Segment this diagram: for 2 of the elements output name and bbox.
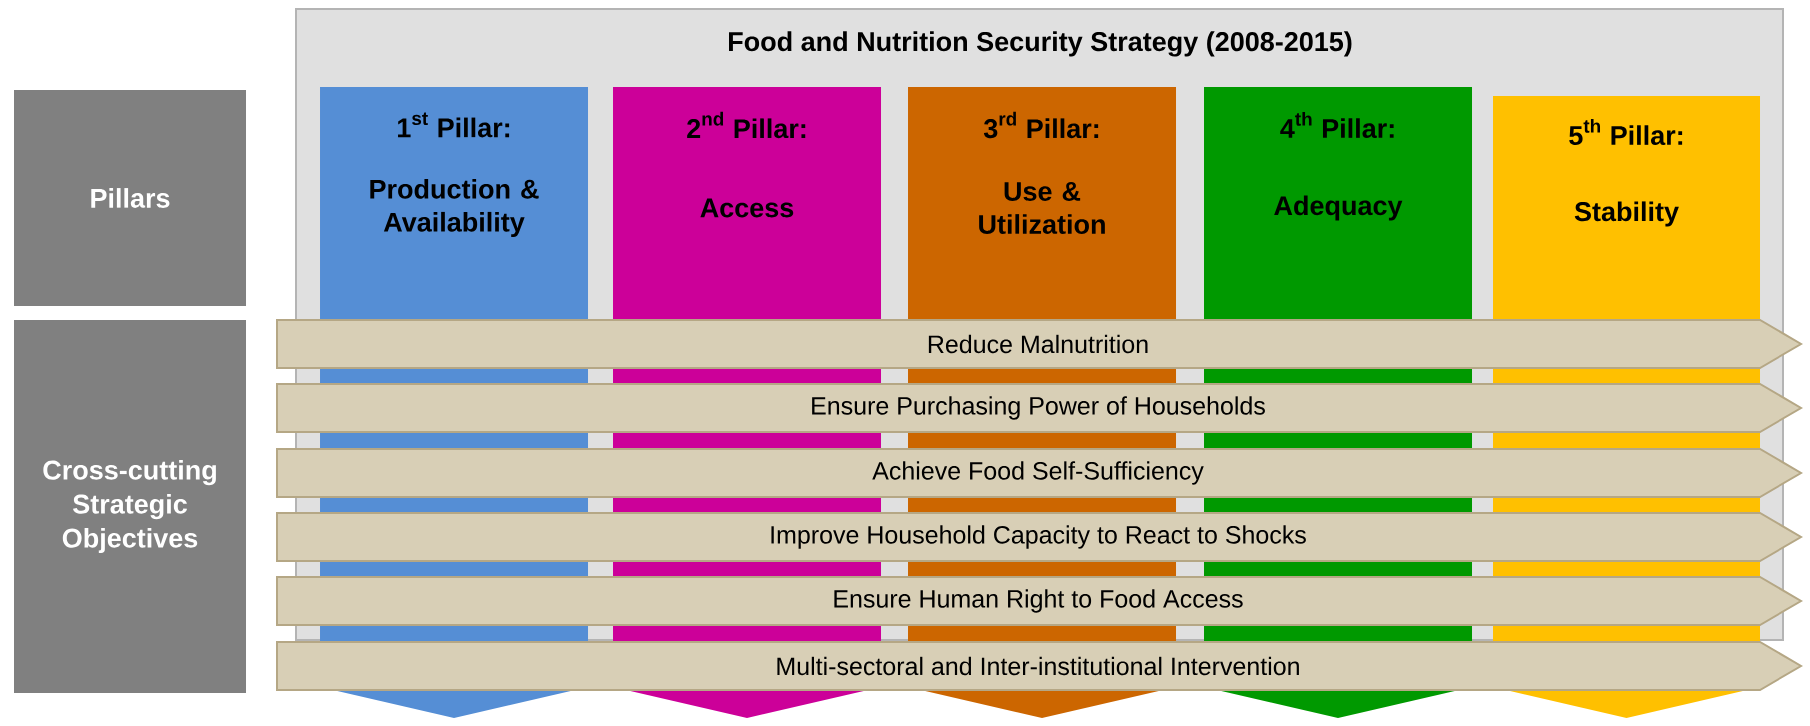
row-header: Pillars: [14, 90, 246, 306]
row-header: Cross-cutting Strategic Objectives: [14, 320, 246, 693]
